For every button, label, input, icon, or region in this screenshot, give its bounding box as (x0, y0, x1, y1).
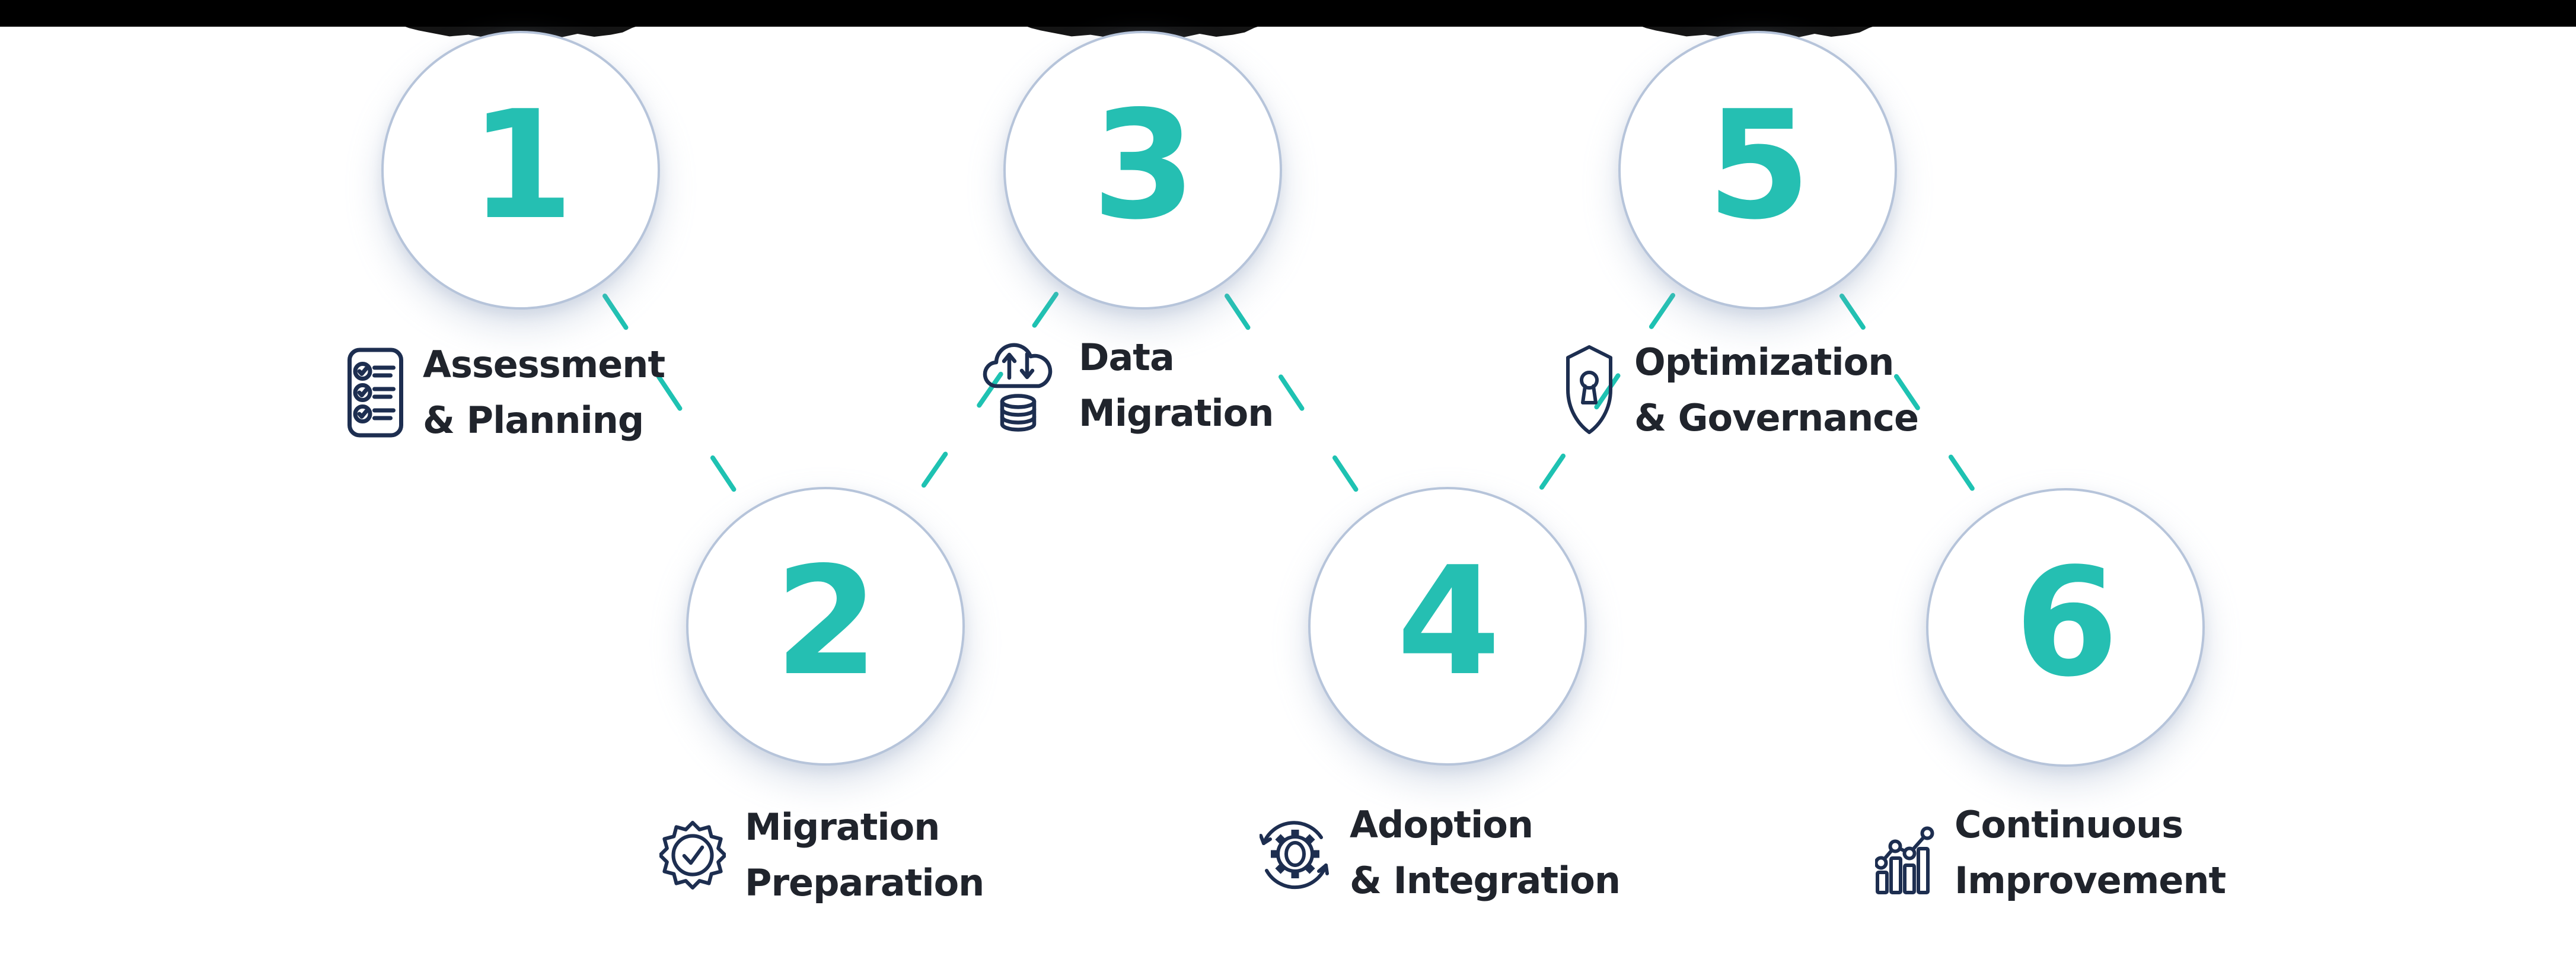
step-5-label-line-1: Optimization (1634, 340, 1894, 384)
connector-line-1-2 (602, 294, 744, 503)
step-6-label-line-1: Continuous (1955, 803, 2183, 846)
step-5-number: 5 (1707, 79, 1810, 253)
step-5-label-line-2: & Governance (1634, 396, 1919, 439)
step-1-circle: 1 (381, 31, 660, 310)
step-5-label: Optimization & Governance (1563, 334, 1919, 446)
step-2-number: 2 (774, 535, 878, 709)
step-5-circle: 5 (1618, 31, 1897, 310)
badge-check-icon (659, 819, 726, 891)
step-4-label: Adoption & Integration (1260, 797, 1621, 909)
step-2-label-line-1: Migration (745, 805, 940, 849)
step-3-label-line-1: Data (1079, 336, 1175, 379)
step-6-label: Continuous Improvement (1875, 797, 2226, 909)
gear-cycle-icon (1260, 814, 1331, 892)
step-2-circle: 2 (686, 487, 965, 766)
shield-keyhole-icon (1563, 343, 1615, 437)
step-2-label: Migration Preparation (659, 799, 984, 911)
connector-line-5-6 (1839, 294, 1984, 504)
step-4-circle: 4 (1308, 487, 1587, 766)
connector-line-3-4 (1225, 294, 1366, 503)
step-1-label-line-2: & Planning (423, 399, 644, 442)
step-3-circle: 3 (1003, 31, 1282, 310)
bar-chart-growth-icon (1875, 811, 1936, 895)
step-6-number: 6 (2014, 536, 2118, 710)
step-3-number: 3 (1092, 79, 1195, 253)
step-4-label-line-2: & Integration (1350, 859, 1621, 902)
step-6-label-line-2: Improvement (1955, 859, 2226, 902)
checklist-icon (347, 348, 404, 438)
step-6-circle: 6 (1926, 488, 2205, 767)
cloud-transfer-database-icon (980, 333, 1060, 438)
step-1-label-line-1: Assessment (423, 343, 665, 386)
step-3-label: Data Migration (980, 330, 1274, 441)
connector-line-5-4 (1530, 293, 1675, 504)
step-1-number: 1 (470, 79, 573, 253)
step-2-label-line-2: Preparation (745, 861, 984, 904)
step-4-number: 4 (1397, 535, 1500, 709)
connector-line-3-2 (910, 292, 1059, 505)
step-1-label: Assessment & Planning (347, 337, 665, 448)
top-torn-edge-bar (0, 0, 2576, 27)
step-3-label-line-2: Migration (1079, 391, 1274, 435)
step-4-label-line-1: Adoption (1350, 803, 1534, 846)
